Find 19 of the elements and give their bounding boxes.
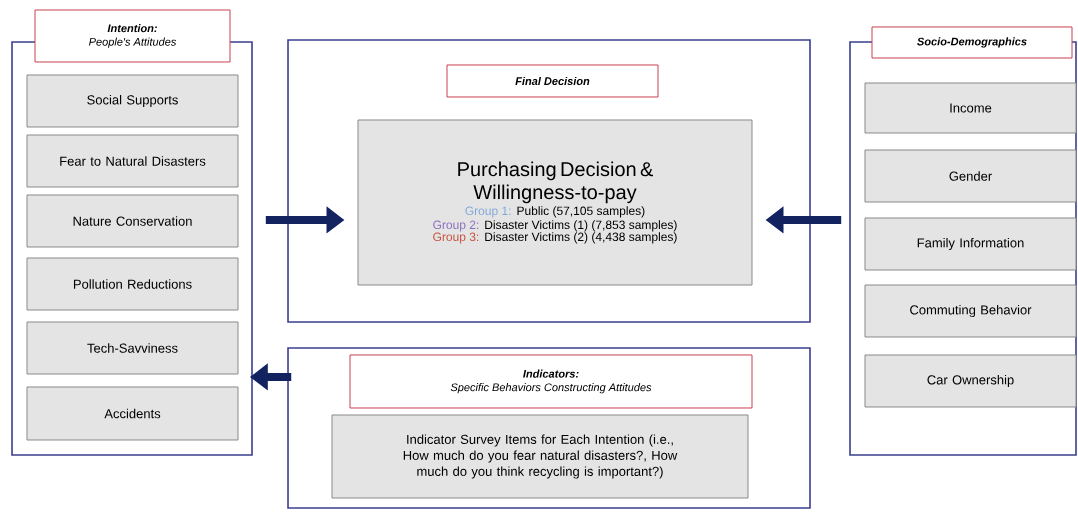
item-box: Nature Conservation [26, 194, 239, 248]
item-box: Pollution Reductions [26, 257, 239, 311]
item-box: Car Ownership [864, 354, 1077, 408]
header-box: Indicators: Specific Behaviors Constructing Attitudes [349, 354, 753, 409]
item-box: Fear to Natural Disasters [26, 134, 239, 188]
header-box: Final Decision [446, 64, 659, 98]
item-box: Commuting Behavior [864, 284, 1077, 338]
item-box: Family Information [864, 217, 1077, 271]
decision-box: Purchasing Decision & Willingness-to-pay Group 1: Public (57,105 samples) Group 2: Disaster Victims (1) (7,853 samples) Group 3: Disaster Victims (2) (4,438 samples) [357, 119, 753, 286]
item-box: Gender [864, 149, 1077, 203]
item-box: Accidents [26, 386, 239, 441]
header-box: Intention: People's Attitudes [34, 9, 231, 63]
item-box: Indicator Survey Items for Each Intention (i.e., How much do you fear natural disasters?, How much do you think recycling is important?) [331, 414, 749, 499]
item-box: Tech-Savviness [26, 321, 239, 375]
item-box: Income [864, 82, 1077, 134]
panel-box [287, 347, 811, 509]
panel-box [287, 39, 811, 323]
header-box: Socio-Demographics [871, 26, 1073, 59]
item-box: Social Supports [26, 74, 239, 128]
